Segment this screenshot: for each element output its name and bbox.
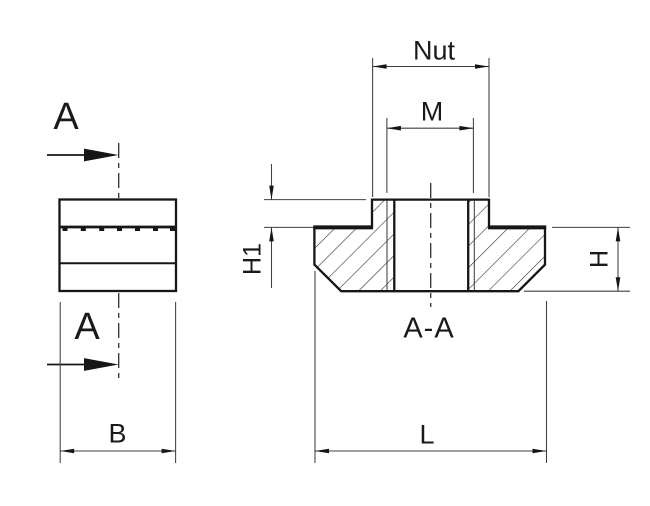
dim-L (314, 271, 548, 463)
dim-Nut (372, 58, 490, 197)
serration-teeth (62, 228, 175, 231)
dim-Nut-arrows (372, 64, 489, 69)
hatch-right (468, 199, 545, 292)
dim-H-arrows (615, 227, 621, 292)
section-view (264, 58, 630, 463)
section-caption: A-A (403, 312, 455, 345)
dim-H1-arrows (269, 185, 274, 242)
dim-B (59, 302, 177, 463)
dim-M (386, 118, 474, 193)
dim-label-B: B (108, 418, 127, 449)
dim-M-arrows (386, 125, 474, 131)
dim-label-M: M (420, 96, 444, 127)
dim-L-arrows (315, 448, 547, 454)
hatch-left (314, 199, 395, 292)
section-arrow-bottom (47, 358, 119, 371)
section-label-bottom: A (74, 306, 100, 348)
section-arrow-top (47, 148, 119, 162)
side-view (47, 143, 178, 463)
dim-B-arrows (60, 448, 176, 454)
dim-label-Nut: Nut (412, 35, 456, 66)
dim-label-H1: H1 (238, 243, 267, 275)
dim-label-H: H (585, 249, 614, 269)
side-view-outline (58, 198, 178, 293)
section-label-top: A (53, 96, 79, 138)
dim-label-L: L (419, 419, 435, 450)
